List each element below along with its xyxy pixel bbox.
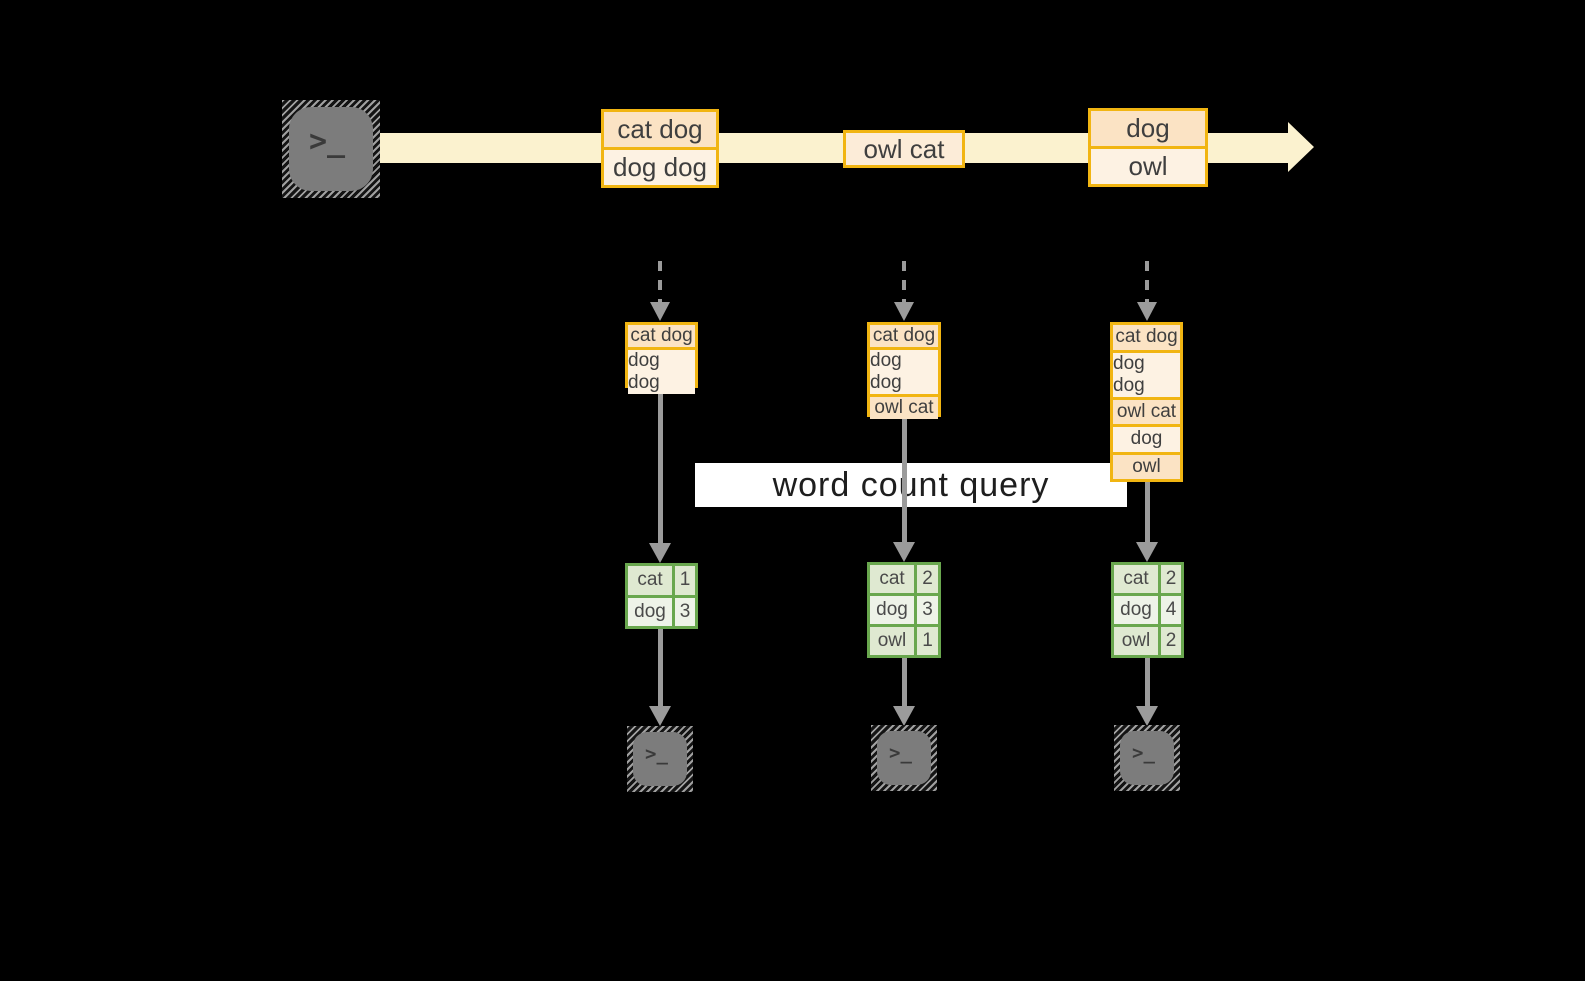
query-arrowhead-icon <box>1136 542 1158 562</box>
result-count: 2 <box>1161 565 1181 593</box>
result-word: owl <box>1114 627 1161 655</box>
state-line: dog dog <box>628 347 695 394</box>
state-buffer: cat dog dog dog owl cat dog owl <box>1110 322 1183 482</box>
output-terminal-icon: >_ <box>627 726 693 792</box>
state-line: cat dog <box>1113 325 1180 350</box>
result-word: cat <box>870 565 917 593</box>
stream-event: cat dog dog dog <box>601 109 719 188</box>
state-line: dog <box>1113 424 1180 452</box>
terminal-prompt-glyph: >_ <box>1132 742 1155 764</box>
result-table: cat 2 dog 4 owl 2 <box>1111 562 1184 658</box>
state-buffer: cat dog dog dog <box>625 322 698 394</box>
result-row: owl 1 <box>870 624 938 655</box>
source-terminal-icon: >_ <box>282 100 380 198</box>
state-line: owl <box>1113 451 1180 479</box>
terminal-prompt-glyph: >_ <box>309 124 346 159</box>
stream-event-line: owl <box>1091 146 1205 184</box>
stream-event-line: dog dog <box>604 147 716 185</box>
result-word: cat <box>1114 565 1161 593</box>
output-arrowhead-icon <box>893 706 915 726</box>
result-table: cat 2 dog 3 owl 1 <box>867 562 941 658</box>
result-table: cat 1 dog 3 <box>625 563 698 629</box>
query-label: word count query <box>695 463 1127 507</box>
result-count: 2 <box>917 565 938 593</box>
query-arrowhead-icon <box>649 543 671 563</box>
query-arrow <box>658 388 663 543</box>
output-arrowhead-icon <box>1136 706 1158 726</box>
query-arrow <box>1145 482 1150 542</box>
output-arrow <box>902 658 907 706</box>
result-word: cat <box>628 566 675 595</box>
result-row: owl 2 <box>1114 624 1181 655</box>
state-buffer: cat dog dog dog owl cat <box>867 322 941 419</box>
output-terminal-icon: >_ <box>1114 725 1180 791</box>
state-line: cat dog <box>628 325 695 347</box>
output-arrow <box>658 629 663 706</box>
ingest-arrowhead-icon <box>650 302 670 321</box>
stream-event-line: owl cat <box>846 133 962 165</box>
result-row: dog 3 <box>870 593 938 624</box>
output-arrow <box>1145 658 1150 706</box>
result-row: dog 3 <box>628 594 695 626</box>
terminal-prompt-glyph: >_ <box>889 742 912 764</box>
stream-event: dog owl <box>1088 108 1208 187</box>
state-line: cat dog <box>870 325 938 347</box>
result-count: 4 <box>1161 596 1181 624</box>
stream-event-line: dog <box>1091 111 1205 146</box>
state-line: dog dog <box>1113 349 1180 397</box>
stream-arrowhead-icon <box>1288 122 1314 172</box>
stream-event: owl cat <box>843 130 965 168</box>
result-row: cat 1 <box>628 566 695 595</box>
result-word: dog <box>1114 596 1161 624</box>
result-row: cat 2 <box>1114 565 1181 593</box>
result-word: owl <box>870 627 917 655</box>
output-terminal-icon: >_ <box>871 725 937 791</box>
terminal-prompt-glyph: >_ <box>645 743 668 765</box>
result-count: 3 <box>917 596 938 624</box>
ingest-arrow <box>1145 261 1149 303</box>
ingest-arrow <box>902 261 906 303</box>
query-arrowhead-icon <box>893 542 915 562</box>
result-word: dog <box>628 597 675 626</box>
state-line: dog dog <box>870 347 938 394</box>
ingest-arrow <box>658 261 662 303</box>
state-line: owl cat <box>870 394 938 419</box>
ingest-arrowhead-icon <box>1137 302 1157 321</box>
result-count: 3 <box>675 597 695 626</box>
state-line: owl cat <box>1113 396 1180 424</box>
result-count: 1 <box>917 627 938 655</box>
stream-event-line: cat dog <box>604 112 716 147</box>
result-row: dog 4 <box>1114 593 1181 624</box>
result-word: dog <box>870 596 917 624</box>
result-count: 2 <box>1161 627 1181 655</box>
result-row: cat 2 <box>870 565 938 593</box>
output-arrowhead-icon <box>649 706 671 726</box>
query-arrow <box>902 417 907 542</box>
result-count: 1 <box>675 566 695 595</box>
ingest-arrowhead-icon <box>894 302 914 321</box>
